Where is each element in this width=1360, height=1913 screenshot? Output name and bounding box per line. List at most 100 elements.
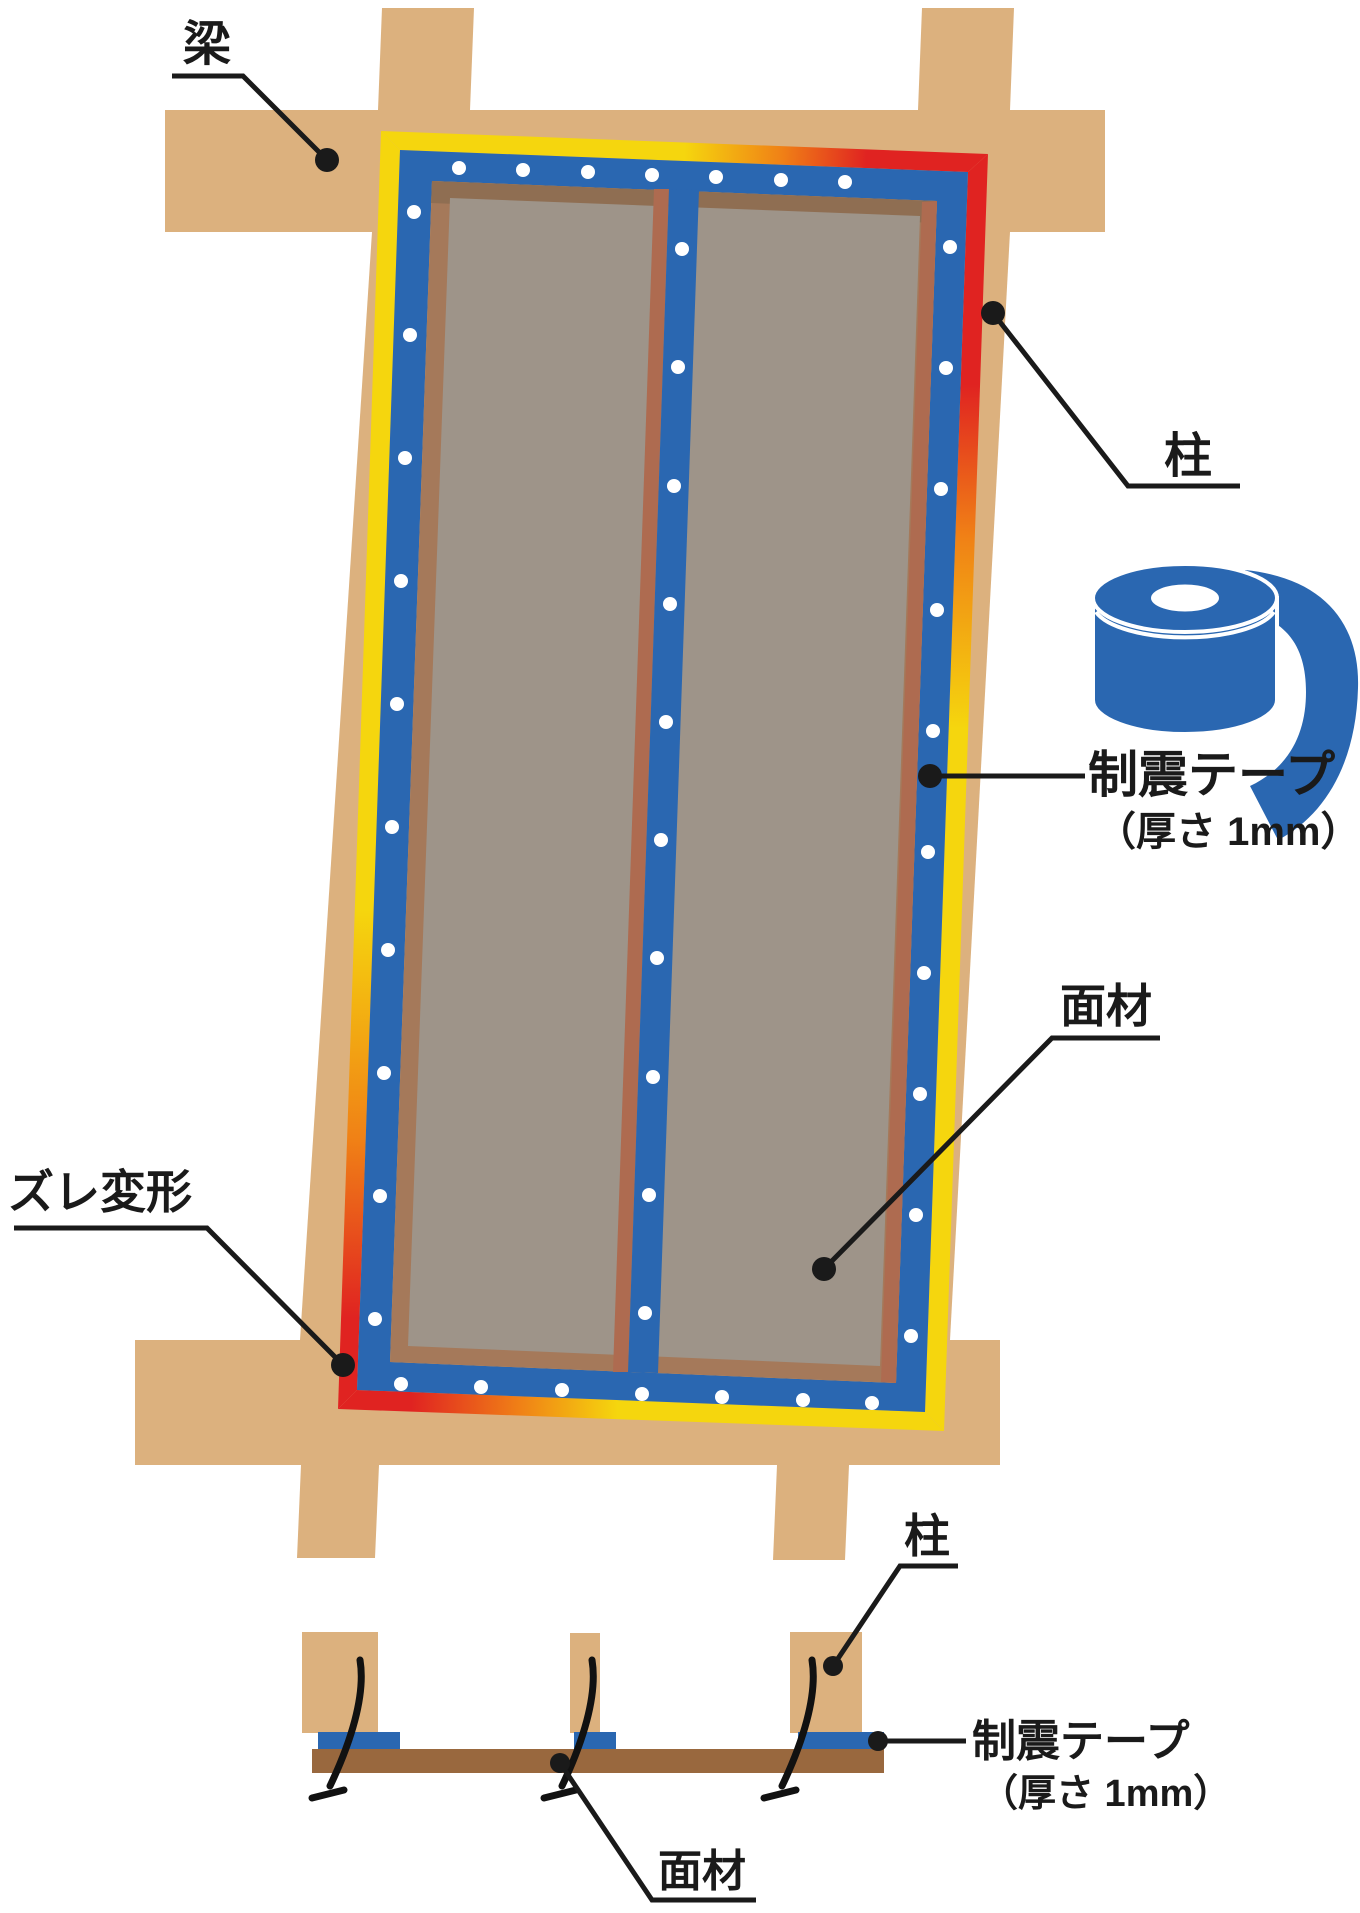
label-tape: 制震テープ (1088, 747, 1335, 803)
shear-band-right (925, 154, 988, 1431)
nail-dot (581, 165, 595, 179)
tape-roll-highlight (1094, 610, 1276, 640)
label-section-pillar: 柱 (904, 1510, 950, 1562)
panel-edge-offset-right (881, 201, 937, 1383)
leader-panel (822, 1035, 1160, 1271)
tape-roll-hole (1151, 584, 1219, 612)
leader-dot-section-pillar (823, 1656, 843, 1676)
nail-dot (838, 175, 852, 189)
nail-dot (663, 597, 677, 611)
nail-dot (930, 603, 944, 617)
nail-dot (373, 1189, 387, 1203)
nail-dot (943, 240, 957, 254)
label-section-tape: 制震テープ (972, 1717, 1189, 1766)
tape-roll-icon (1091, 562, 1359, 840)
nail-dot (654, 833, 668, 847)
pillar-stub-top-right (918, 8, 1014, 110)
nail-dots (368, 161, 957, 1410)
nail-dot (635, 1387, 649, 1401)
nail-dot (381, 943, 395, 957)
annotations-section: 柱 制震テープ （厚さ 1mm） 面材 (550, 1510, 1231, 1903)
shear-arrow-left-tick (308, 1786, 348, 1802)
nail-dot (368, 1312, 382, 1326)
nail-dot (390, 697, 404, 711)
nail-dot (452, 161, 466, 175)
nail-dot (709, 170, 723, 184)
nail-dot (667, 479, 681, 493)
nail-dot (715, 1390, 729, 1404)
shear-gradient-band (338, 131, 988, 1431)
shear-arrows (308, 1656, 817, 1802)
nail-dot (645, 168, 659, 182)
nail-dot (659, 715, 673, 729)
nail-dot (403, 328, 417, 342)
nail-dot (926, 724, 940, 738)
nail-dot (909, 1208, 923, 1222)
nail-dot (939, 361, 953, 375)
nail-dot (671, 360, 685, 374)
shear-arrow-left (326, 1656, 365, 1790)
label-pillar-right: 柱 (1164, 430, 1212, 483)
damping-tape-ring (357, 150, 968, 1412)
leader-dot-beam (315, 148, 339, 172)
leader-dot-panel (812, 1257, 836, 1281)
label-section-panel: 面材 (658, 1847, 746, 1896)
section-pillar-left (302, 1632, 378, 1733)
nail-dot (394, 574, 408, 588)
nail-dot (407, 205, 421, 219)
label-shear: ズレ変形 (8, 1166, 192, 1218)
shear-band-bottom (338, 1390, 944, 1431)
nail-dot (796, 1393, 810, 1407)
shear-band-top (381, 131, 988, 172)
leader-pillar-right (991, 311, 1240, 489)
damping-tape-center-strip (628, 189, 699, 1373)
panel-edge-offset-center (613, 189, 669, 1372)
nail-dot (516, 163, 530, 177)
label-panel: 面材 (1060, 980, 1152, 1032)
shear-arrow-right-tick (760, 1786, 800, 1802)
label-tape-thickness: （厚さ 1mm） (1096, 810, 1360, 854)
leader-dot-shear (331, 1353, 355, 1377)
nail-dot (917, 966, 931, 980)
leader-shear (14, 1225, 345, 1367)
pillar-stub-bottom-right (773, 1465, 849, 1560)
label-beam: 梁 (183, 18, 231, 71)
section-tape-left (318, 1732, 400, 1749)
leader-dot-pillar-right (981, 301, 1005, 325)
nail-dot (675, 242, 689, 256)
leader-beam (172, 73, 329, 162)
nail-dot (555, 1383, 569, 1397)
shear-band-left (338, 131, 400, 1409)
nail-dot (398, 451, 412, 465)
leader-dot-section-panel (550, 1753, 570, 1773)
section-tape-right (798, 1732, 884, 1749)
leader-section-pillar (830, 1563, 958, 1668)
nail-dot (913, 1087, 927, 1101)
nail-dot (934, 482, 948, 496)
cross-section-detail: 柱 制震テープ （厚さ 1mm） 面材 (302, 1510, 1231, 1903)
nail-dot (921, 845, 935, 859)
nail-dot (646, 1070, 660, 1084)
leader-section-panel (557, 1761, 756, 1903)
nail-dot (474, 1380, 488, 1394)
nail-dot (865, 1396, 879, 1410)
nail-dot (377, 1066, 391, 1080)
label-section-tape-thickness: （厚さ 1mm） (980, 1773, 1231, 1815)
nail-dot (394, 1377, 408, 1391)
nail-dot (638, 1306, 652, 1320)
shear-arrow-center-tick (540, 1786, 580, 1802)
nail-dot (774, 173, 788, 187)
nail-dot (385, 820, 399, 834)
section-pillar-right (790, 1632, 862, 1733)
nail-dot (904, 1329, 918, 1343)
annotations-main: 梁 柱 制震テープ （厚さ 1mm） 面材 ズレ変形 (8, 18, 1360, 1377)
shear-arrow-right (778, 1656, 817, 1790)
pillar-stub-bottom-left (297, 1465, 379, 1558)
tape-roll-strip (1238, 570, 1359, 840)
nail-dot (650, 951, 664, 965)
leader-dot-tape (918, 764, 942, 788)
pillar-stub-top-left (378, 8, 474, 110)
nail-dot (642, 1188, 656, 1202)
